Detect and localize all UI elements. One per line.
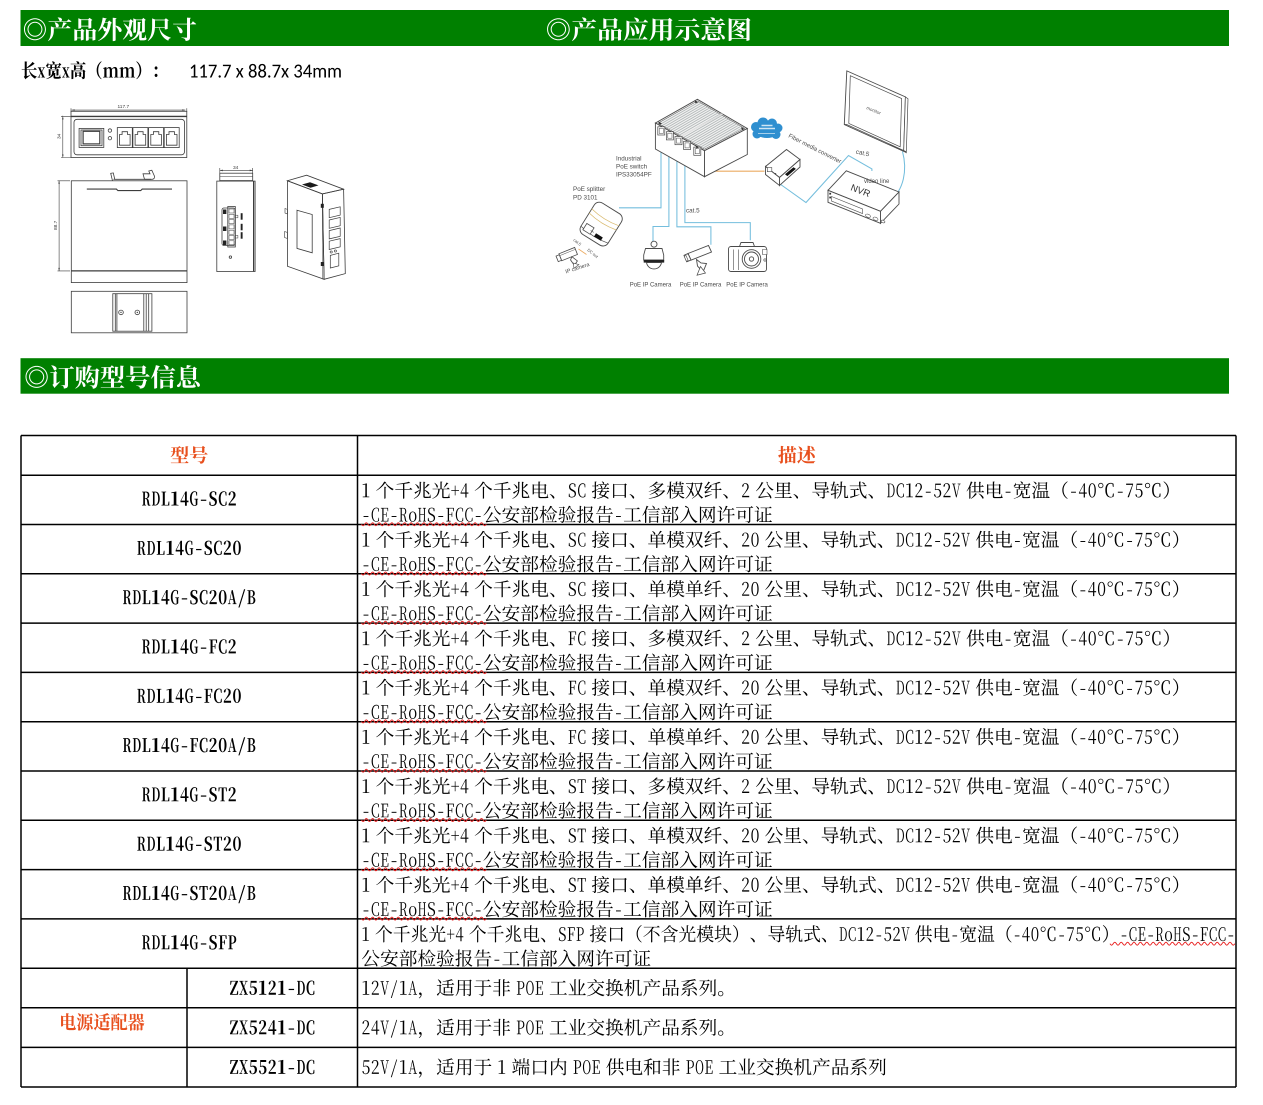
svg-text:cat.5: cat.5: [572, 237, 583, 247]
svg-text:34: 34: [57, 133, 63, 139]
svg-text:PD 3101: PD 3101: [573, 195, 598, 202]
svg-text:Industrial: Industrial: [616, 156, 642, 163]
svg-text:DC out: DC out: [586, 247, 600, 259]
svg-text:PoE IP Camera: PoE IP Camera: [630, 283, 672, 289]
svg-text:PoE splitter: PoE splitter: [573, 186, 605, 193]
svg-text:monitor: monitor: [866, 105, 883, 116]
svg-text:IPS33054PF: IPS33054PF: [616, 172, 652, 179]
svg-text:video line: video line: [864, 179, 890, 185]
svg-text:IP camera: IP camera: [565, 262, 591, 276]
svg-text:117.7: 117.7: [118, 104, 130, 110]
svg-text:88.7: 88.7: [53, 220, 59, 230]
svg-text:cat.5: cat.5: [855, 149, 870, 159]
svg-text:cat.5: cat.5: [686, 208, 700, 215]
svg-text:PoE switch: PoE switch: [616, 164, 648, 171]
svg-text:34: 34: [233, 165, 239, 171]
svg-text:PoE IP Camera: PoE IP Camera: [726, 283, 768, 289]
svg-text:PoE IP Camera: PoE IP Camera: [680, 283, 722, 289]
